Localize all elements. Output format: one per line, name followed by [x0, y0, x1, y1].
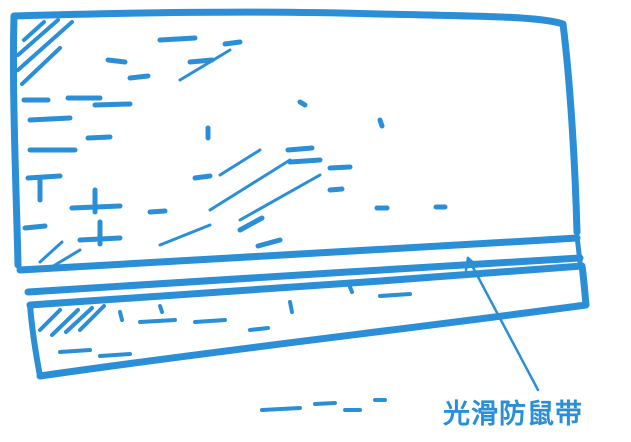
wall-outline	[9, 8, 581, 269]
ground-marks	[260, 398, 387, 412]
foundation-hatching	[38, 285, 412, 358]
callout-arrow	[464, 256, 540, 392]
smooth-band-label: 光滑防鼠带	[443, 399, 583, 430]
brick-marks	[21, 35, 448, 249]
foundation-wall	[26, 262, 590, 380]
smooth-band	[16, 233, 584, 296]
shading-strokes	[38, 48, 322, 270]
corner-hatching	[16, 18, 74, 86]
